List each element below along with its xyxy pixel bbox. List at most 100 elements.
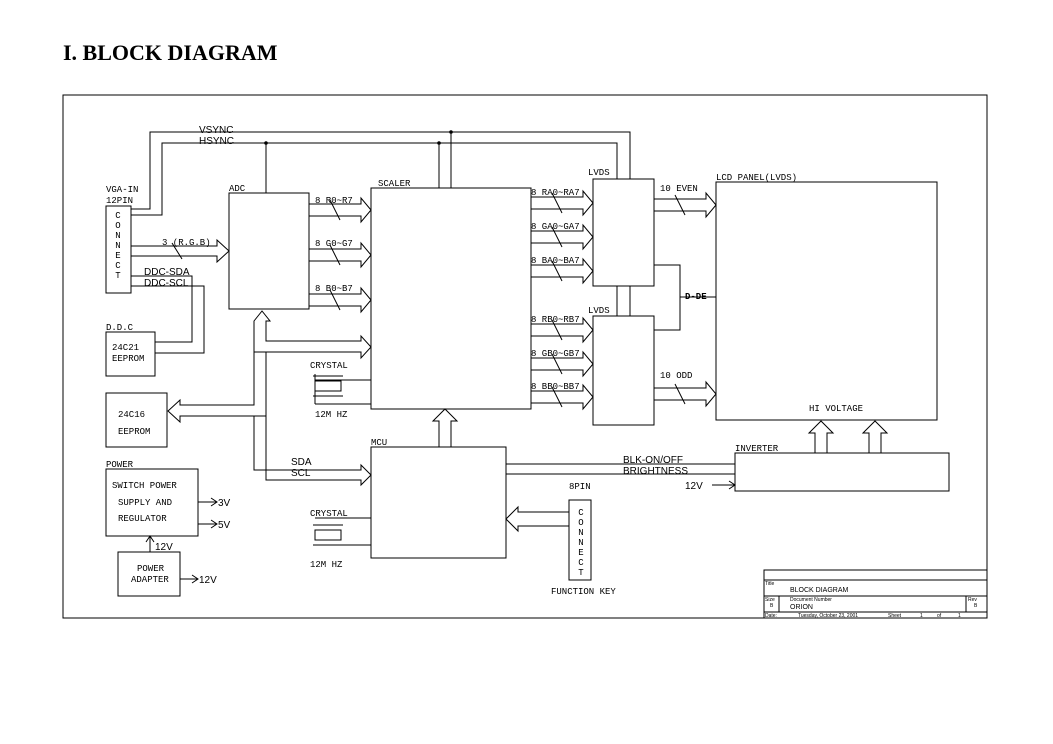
- even-label: 10 EVEN: [660, 184, 698, 194]
- eeprom-24c16-arrow: [167, 351, 267, 424]
- hv-arrow-2: [861, 420, 889, 454]
- date-label: Date:: [765, 613, 777, 619]
- blk-label: BLK-ON/OFF: [623, 455, 683, 466]
- ga-bus-arrow: [530, 223, 594, 251]
- pin8-label: 8PIN: [569, 482, 591, 492]
- rgb-bus-label: 3 (R.G.B): [162, 238, 211, 248]
- bb-bus-label: 8 BB0~BB7: [531, 382, 580, 392]
- junction-dot: [264, 141, 268, 145]
- inverter-block: [734, 452, 950, 492]
- title-block: Title BLOCK DIAGRAM Size B Document Numb…: [763, 569, 988, 619]
- lcd-panel-label: LCD PANEL(LVDS): [716, 173, 797, 183]
- gb-bus-label: 8 GB0~GB7: [531, 349, 580, 359]
- dde-label: D-DE: [685, 292, 707, 302]
- crystal2-icon: [314, 529, 342, 541]
- v5-arrow: [210, 519, 218, 529]
- hi-voltage-label: HI VOLTAGE: [809, 404, 863, 414]
- bb-bus-arrow: [530, 383, 594, 411]
- title-label: Title: [765, 581, 774, 587]
- title-value: BLOCK DIAGRAM: [790, 587, 849, 594]
- dde-line: [654, 264, 681, 331]
- ga-bus-label: 8 GA0~GA7: [531, 222, 580, 232]
- eeprom1-line2: EEPROM: [112, 354, 144, 364]
- v3-arrow: [210, 497, 218, 507]
- g-bus-arrow: [308, 241, 372, 269]
- ra-bus-label: 8 RA0~RA7: [531, 188, 580, 198]
- vga-in-label: VGA-IN: [106, 185, 138, 195]
- ddc-sda-line: [131, 275, 193, 343]
- key-input-arrow: [505, 505, 570, 533]
- adc-label: ADC: [229, 184, 246, 194]
- scaler-block: [370, 187, 532, 410]
- v3-label: 3V: [218, 498, 231, 509]
- ddc-sda-label: DDC-SDA: [144, 267, 190, 278]
- odd-bus-arrow: [653, 380, 717, 408]
- eeprom-24c16-block: [105, 392, 168, 448]
- bus-slash: [551, 353, 563, 375]
- power-label: POWER: [106, 460, 134, 470]
- ba-bus-label: 8 BA0~BA7: [531, 256, 580, 266]
- scaler-label: SCALER: [378, 179, 411, 189]
- mcu-block: [370, 446, 507, 559]
- power-adapter-block: [117, 551, 181, 597]
- crystal1-hz-label: 12M HZ: [315, 410, 348, 420]
- pin12-label: 12PIN: [106, 196, 133, 206]
- v12-adapter-top-label: 12V: [155, 542, 173, 553]
- rb-bus-label: 8 RB0~RB7: [531, 315, 580, 325]
- psu-line3: REGULATOR: [118, 514, 167, 524]
- psu-line2: SUPPLY AND: [118, 498, 172, 508]
- eeprom1-line1: 24C21: [112, 343, 139, 353]
- eeprom2-line1: 24C16: [118, 410, 145, 420]
- lvds-top-label: LVDS: [588, 168, 610, 178]
- rgb-bus-arrow: [130, 238, 230, 264]
- title-block-frame: [763, 569, 988, 619]
- crystal1-label: CRYSTAL: [310, 361, 348, 371]
- bus-slash: [329, 289, 341, 311]
- adapter-line2: ADAPTER: [131, 575, 169, 585]
- mcu-label: MCU: [371, 438, 387, 448]
- crystal1-icon: [314, 380, 342, 392]
- size-label: Size: [765, 597, 775, 603]
- r-bus-label: 8 R0~R7: [315, 196, 353, 206]
- junction-dot: [449, 130, 453, 134]
- v12-inverter-label: 12V: [685, 481, 703, 492]
- bus-slash: [551, 319, 563, 341]
- v12-inverter-arrow: [728, 480, 736, 490]
- vsync-label: VSYNC: [199, 125, 233, 136]
- brightness-label: BRIGHTNESS: [623, 466, 688, 477]
- lcd-panel-block: [715, 181, 938, 421]
- ra-bus-arrow: [530, 189, 594, 217]
- function-key-label: FUNCTION KEY: [551, 587, 616, 597]
- b-bus-arrow: [308, 286, 372, 314]
- of-value: 1: [958, 613, 961, 619]
- bus-slash: [551, 260, 563, 282]
- odd-label: 10 ODD: [660, 371, 692, 381]
- bus-slash: [551, 386, 563, 408]
- hv-arrow-1: [807, 420, 835, 454]
- inverter-label: INVERTER: [735, 444, 779, 454]
- lvds-top-block: [592, 178, 655, 287]
- adc-scaler-feedback-arrow: [253, 310, 372, 360]
- eeprom2-line2: EEPROM: [118, 427, 150, 437]
- key-connector-block: [568, 499, 592, 581]
- ddc-scl-label: DDC-SCL: [144, 278, 189, 289]
- lvds-bottom-label: LVDS: [588, 306, 610, 316]
- v12-adapter-right-label: 12V: [199, 575, 217, 586]
- eeprom-24c21-block: [105, 331, 156, 377]
- g-bus-label: 8 G0~G7: [315, 239, 353, 249]
- ddc-label: D.D.C: [106, 323, 134, 333]
- page-heading: I. BLOCK DIAGRAM: [63, 40, 278, 65]
- adc-block: [228, 192, 310, 310]
- crystal2-hz-label: 12M HZ: [310, 560, 343, 570]
- bus-slash: [329, 199, 341, 221]
- vsync-line: [131, 131, 631, 210]
- of-label: of: [937, 613, 942, 619]
- docnum-label: Document Number: [790, 597, 832, 603]
- hsync-line: [131, 142, 618, 216]
- adapter-12v-arrow: [191, 574, 199, 584]
- adapter-line1: POWER: [137, 564, 165, 574]
- sheet-label: Sheet: [888, 613, 902, 619]
